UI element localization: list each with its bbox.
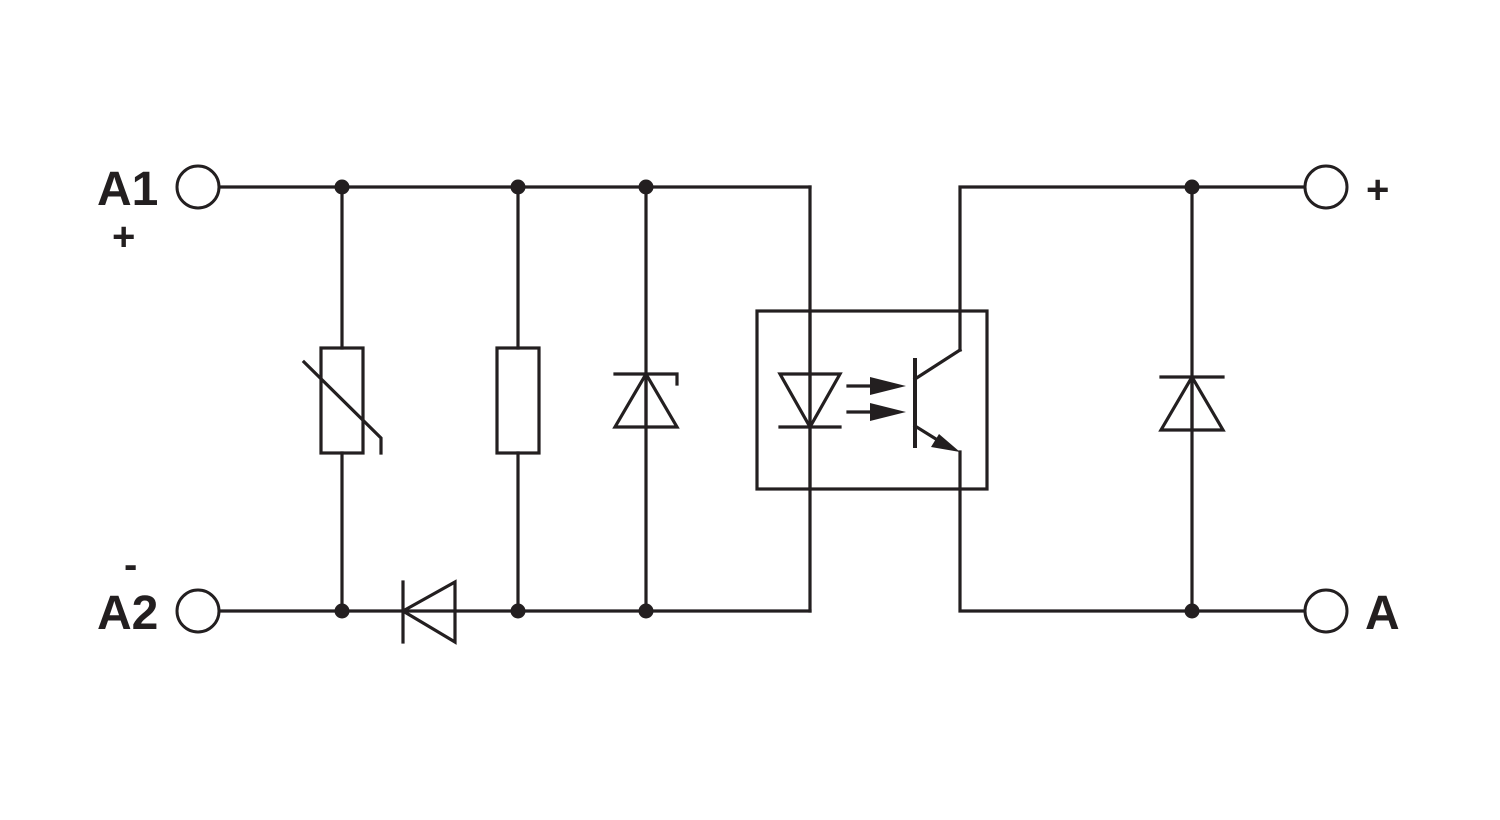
output-top-wire: [958, 185, 1306, 352]
terminal-a2: [175, 588, 221, 634]
label-out-plus: +: [1366, 168, 1389, 212]
input-junctions: [334, 179, 654, 619]
reverse-polarity-diode-symbol: [399, 579, 457, 645]
label-a1-polarity: +: [112, 215, 135, 259]
light-emission-arrows-icon: [846, 377, 906, 421]
output-wiring: [958, 179, 1306, 619]
junction-dot: [334, 603, 350, 619]
terminal-out-plus: [1303, 164, 1349, 210]
junction-dot: [510, 179, 526, 195]
optocoupler-phototransistor-symbol: [912, 347, 963, 452]
varistor-symbol: [301, 346, 383, 455]
output-bottom-wire: [958, 450, 1306, 613]
junction-dot: [638, 179, 654, 195]
zener-diode-symbol: [612, 370, 680, 429]
optocoupler-box: [755, 309, 989, 491]
terminal-out-a: [1303, 588, 1349, 634]
input-wiring: [218, 185, 812, 613]
resistor-symbol: [495, 346, 541, 455]
junction-dot: [510, 603, 526, 619]
junction-dot: [1184, 603, 1200, 619]
label-a2-polarity: -: [124, 543, 137, 587]
label-a2: A2: [97, 587, 158, 640]
label-a1: A1: [97, 163, 158, 216]
junction-dot: [638, 603, 654, 619]
freewheeling-diode-symbol: [1158, 373, 1226, 432]
junction-dot: [1184, 179, 1200, 195]
terminal-a1: [175, 164, 221, 210]
optocoupler-led-symbol: [777, 309, 843, 491]
junction-dot: [334, 179, 350, 195]
label-out-a: A: [1365, 587, 1400, 640]
